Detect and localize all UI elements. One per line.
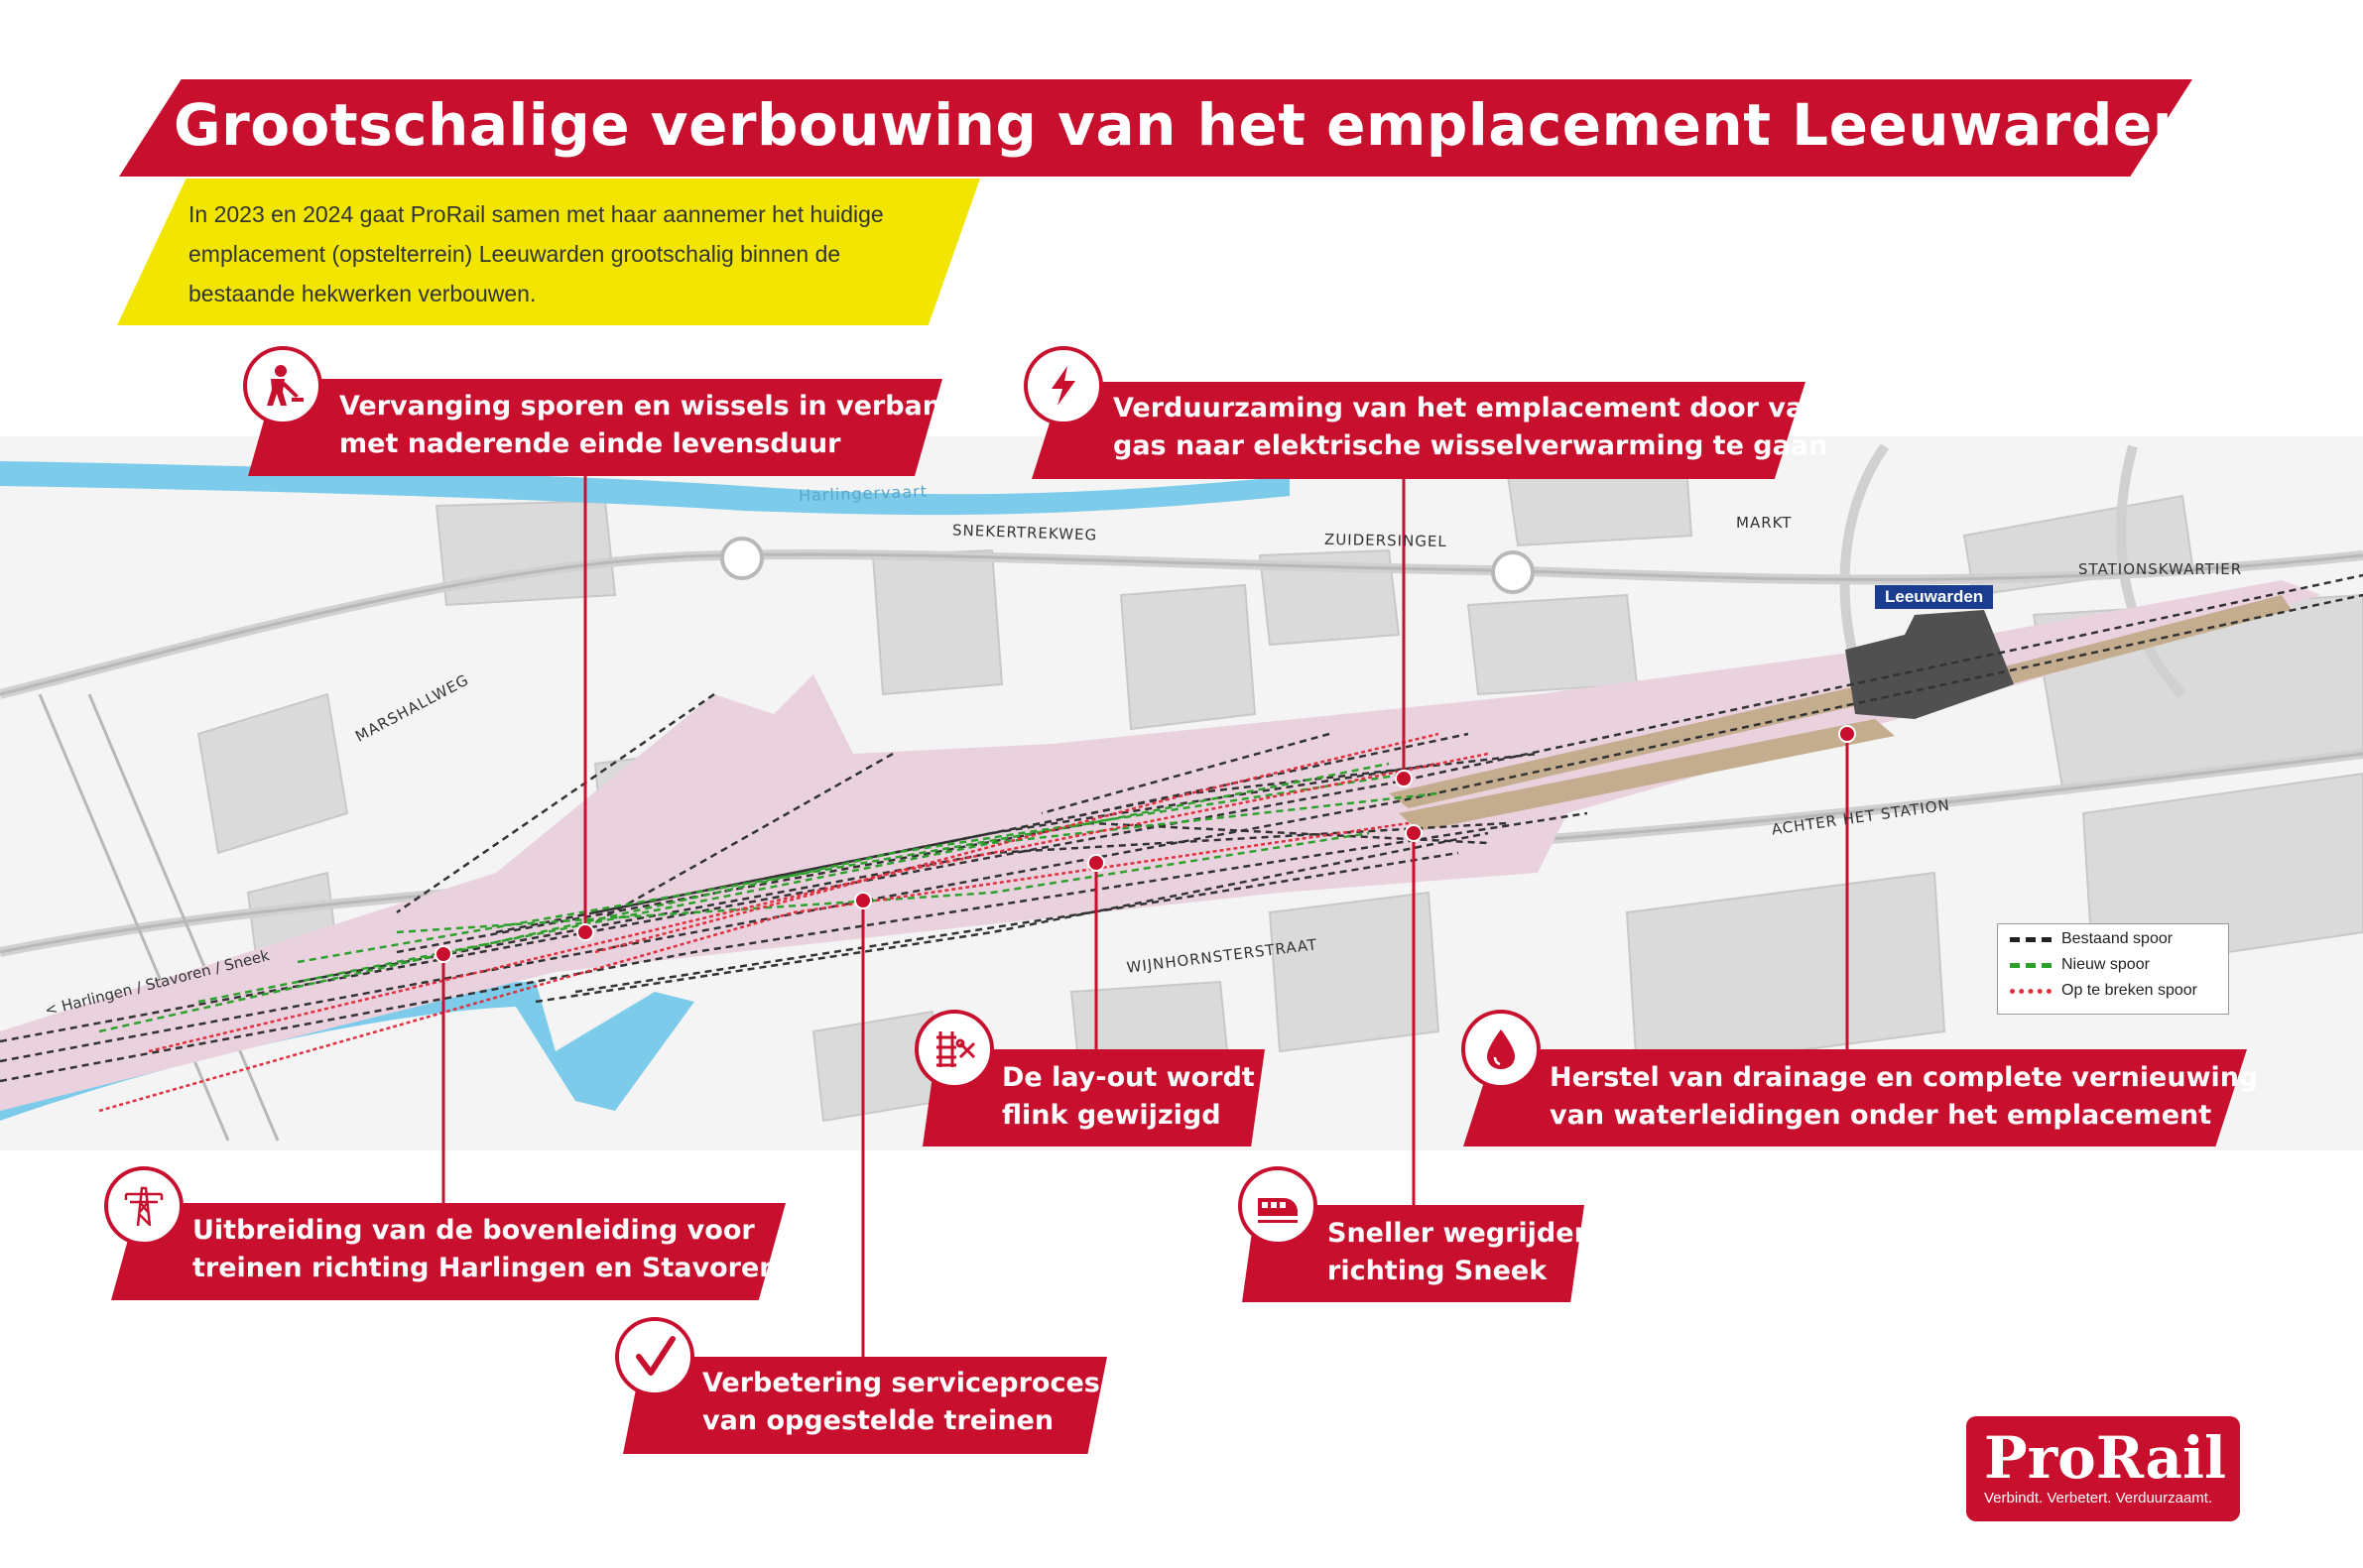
callout-tracks-replacement (248, 379, 942, 476)
callout-6-line2: richting Sneek (1327, 1256, 1548, 1286)
callout-7-line1: Herstel van drainage en complete vernieu… (1550, 1062, 2259, 1093)
water-drop-icon (1461, 1010, 1541, 1089)
callout-1-line2: met naderende einde levensduur (339, 428, 841, 459)
street-stationskwartier: STATIONSKWARTIER (2078, 560, 2243, 578)
intro-box (117, 179, 980, 325)
callout-7-line2: van waterleidingen onder het emplacement (1550, 1100, 2212, 1131)
logo-tagline: Verbindt. Verbetert. Verduurzaamt. (1984, 1490, 2213, 1507)
callout-3-line2: treinen richting Harlingen en Stavoren (192, 1253, 779, 1283)
legend-item-remove: Op te breken spoor (2010, 982, 2197, 1000)
overhead-pylon-icon (104, 1166, 184, 1246)
legend-label-new: Nieuw spoor (2061, 956, 2150, 973)
page-title: Grootschalige verbouwing van het emplace… (174, 91, 2194, 159)
callout-drainage (1463, 1049, 2247, 1146)
callout-6-line1: Sneller wegrijden (1327, 1218, 1593, 1249)
callout-service-process (623, 1357, 1107, 1454)
title-banner (119, 79, 2192, 177)
legend-label-remove: Op te breken spoor (2061, 982, 2197, 999)
callout-5-line2: flink gewijzigd (1002, 1100, 1221, 1131)
prorail-logo: ProRail Verbindt. Verbetert. Verduurzaam… (1966, 1416, 2240, 1521)
callout-2-line2: gas naar elektrische wisselverwarming te… (1113, 430, 1828, 461)
construction-worker-icon (243, 346, 322, 425)
callout-1-line1: Vervanging sporen en wissels in verband (339, 391, 961, 422)
callout-overhead-line (111, 1203, 786, 1300)
street-zuidersingel: ZUIDERSINGEL (1323, 530, 1447, 551)
street-markt: MARKT (1736, 514, 1793, 532)
callout-3-line1: Uitbreiding van de bovenleiding voor (192, 1215, 755, 1246)
map-legend: Bestaand spoor Nieuw spoor Op te breken … (1997, 923, 2229, 1015)
legend-item-existing: Bestaand spoor (2010, 930, 2173, 948)
callout-5-line1: De lay-out wordt (1002, 1062, 1255, 1093)
track-tools-icon (915, 1010, 994, 1089)
legend-swatch-remove (2010, 988, 2052, 994)
legend-swatch-existing (2010, 936, 2052, 942)
legend-swatch-new (2010, 962, 2052, 968)
legend-label-existing: Bestaand spoor (2061, 930, 2174, 947)
logo-name: ProRail (1984, 1424, 2227, 1492)
callout-2-line1: Verduurzaming van het emplacement door v… (1113, 393, 1823, 423)
callout-4-line1: Verbetering serviceproces (702, 1368, 1100, 1398)
callout-sustainability (1032, 382, 1805, 479)
station-label: Leeuwarden (1875, 585, 1994, 609)
checkmark-icon (615, 1317, 694, 1396)
legend-item-new: Nieuw spoor (2010, 956, 2150, 974)
train-icon (1238, 1166, 1317, 1246)
intro-text: In 2023 en 2024 gaat ProRail samen met h… (188, 201, 884, 306)
callout-4-line2: van opgestelde treinen (702, 1405, 1055, 1436)
lightning-icon (1024, 346, 1103, 425)
